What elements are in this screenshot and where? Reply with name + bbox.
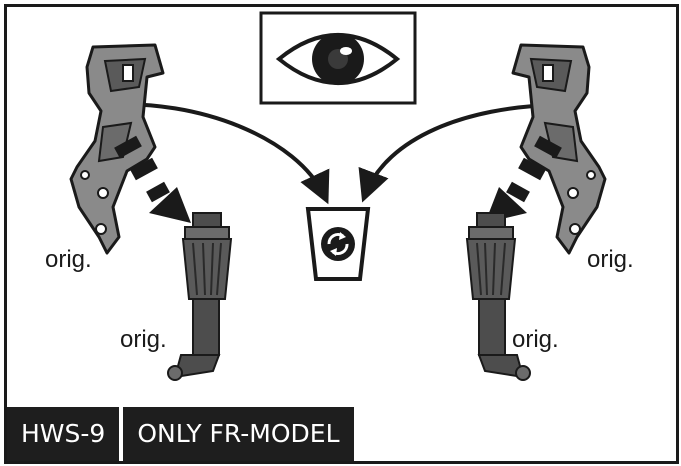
part-code-badge: HWS-9 xyxy=(7,407,120,461)
right-bracket-label: orig. xyxy=(587,246,634,273)
diagram-frame: orig. orig. orig. orig. HWS-9 ONLY FR-MO… xyxy=(4,4,679,464)
footer-tags: HWS-9 ONLY FR-MODEL xyxy=(7,407,354,461)
left-nozzle-label: orig. xyxy=(120,326,167,353)
left-nozzle-part xyxy=(167,212,233,381)
recycle-bin-icon xyxy=(305,207,371,281)
right-nozzle-part xyxy=(465,212,531,381)
left-bracket-label: orig. xyxy=(45,246,92,273)
model-restriction-badge: ONLY FR-MODEL xyxy=(123,407,354,461)
right-nozzle-label: orig. xyxy=(512,326,559,353)
diagram-artwork xyxy=(69,11,607,381)
eye-icon xyxy=(259,11,417,105)
left-removal-arrow xyxy=(114,135,191,223)
right-disposal-arrow xyxy=(358,103,556,203)
right-removal-arrow xyxy=(485,135,562,223)
